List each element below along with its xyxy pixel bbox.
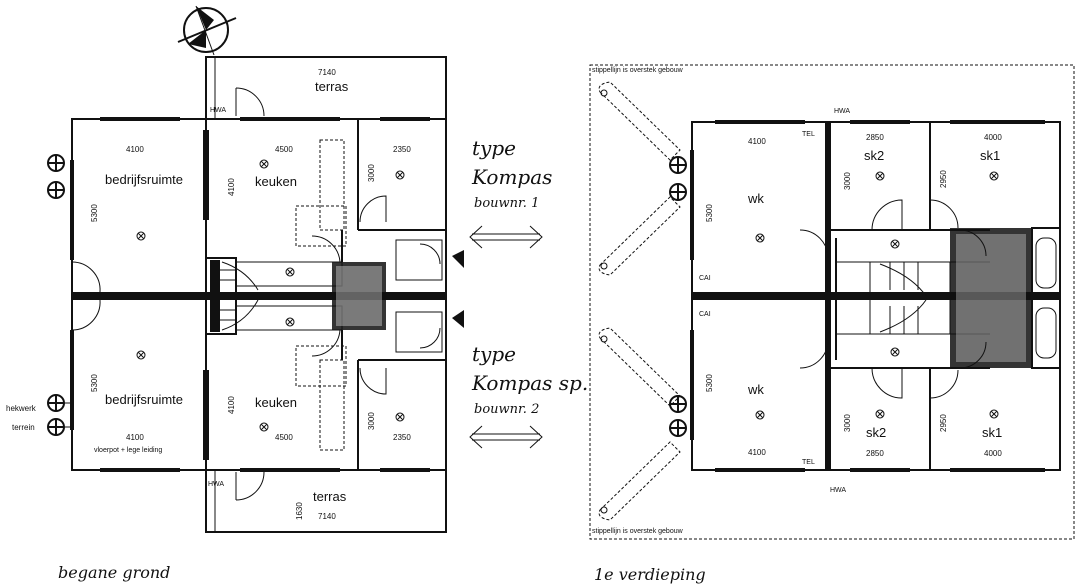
room-label-keuken: keuken <box>255 174 297 189</box>
dimension-label: 4100 <box>748 137 766 146</box>
toilet-tiles-ground <box>332 262 386 330</box>
dimension-label: 1630 <box>295 502 304 520</box>
dimension-label: 3000 <box>367 412 376 430</box>
type-title: type <box>472 342 516 366</box>
dimension-label: 3000 <box>367 164 376 182</box>
type-model: Kompas sp. <box>471 371 588 395</box>
double-arrow-icon <box>469 225 543 249</box>
dimension-label: 3000 <box>843 414 852 432</box>
room-label-terras: terras <box>315 79 349 94</box>
dimension-label: 4100 <box>227 396 236 414</box>
room-label-sk2: sk2 <box>866 425 886 440</box>
dimension-label: 4000 <box>984 449 1002 458</box>
dimension-label: 5300 <box>705 204 714 222</box>
hwa-label: HWA <box>830 487 846 494</box>
type-bouwnr: bouwnr. 1 <box>474 196 539 211</box>
dimension-label: 2350 <box>393 433 411 442</box>
type-model: Kompas <box>471 165 552 189</box>
cai-label: CAI <box>699 275 711 282</box>
dimension-label: 4000 <box>984 133 1002 142</box>
type-title: type <box>472 136 516 160</box>
dimension-label: 4100 <box>126 145 144 154</box>
dimension-label: 2950 <box>939 170 948 188</box>
terrein-label: terrein <box>12 423 35 432</box>
dimension-label: 5300 <box>90 374 99 392</box>
dimension-label: 7140 <box>318 68 336 77</box>
hwa-label: HWA <box>208 481 224 488</box>
dimension-label: 7140 <box>318 512 336 521</box>
tel-label: TEL <box>802 131 815 138</box>
hekwerk-label: hekwerk <box>6 404 37 413</box>
room-label-keuken: keuken <box>255 395 297 410</box>
entrance-marker-icon <box>452 310 464 328</box>
room-label-bedrijfsruimte: bedrijfsruimte <box>105 172 183 187</box>
upper-floor-plan <box>589 64 1075 540</box>
bathtub-icon <box>1035 307 1057 359</box>
dimension-label: 5300 <box>90 204 99 222</box>
dimension-label: 4100 <box>227 178 236 196</box>
double-arrow-icon <box>469 425 543 449</box>
dimension-label: 2850 <box>866 133 884 142</box>
party-wall-upper <box>692 292 1060 300</box>
north-arrow-icon <box>177 5 237 56</box>
overhang-outline <box>589 64 1075 540</box>
room-label-wk: wk <box>747 191 764 206</box>
bathtub-icon <box>1035 237 1057 289</box>
caption-begane-grond: begane grond <box>58 563 170 582</box>
room-label-wk: wk <box>747 382 764 397</box>
room-label-terras: terras <box>313 489 347 504</box>
caption-1e-verdieping: 1e verdieping <box>594 565 706 584</box>
ground-floor-plan <box>47 56 464 533</box>
entrance-marker-icon <box>452 250 464 268</box>
overhang-note: stippellijn is overstek gebouw <box>592 67 684 74</box>
type-block-2: type Kompas sp. bouwnr. 2 <box>469 342 588 449</box>
vloerpot-label: vloerpot + lege leiding <box>94 447 162 454</box>
dimension-label: 4100 <box>126 433 144 442</box>
party-wall-ground <box>72 292 446 300</box>
room-label-bedrijfsruimte: bedrijfsruimte <box>105 392 183 407</box>
hwa-label: HWA <box>834 108 850 115</box>
dimension-label: 5300 <box>705 374 714 392</box>
dimension-label: 4100 <box>748 448 766 457</box>
dimension-label: 3000 <box>843 172 852 190</box>
hwa-label: HWA <box>210 107 226 114</box>
tel-label: TEL <box>802 459 815 466</box>
type-block-1: type Kompas bouwnr. 1 <box>469 136 552 249</box>
room-label-sk1: sk1 <box>980 148 1000 163</box>
type-bouwnr: bouwnr. 2 <box>474 402 539 417</box>
dimension-label: 2850 <box>866 449 884 458</box>
room-label-sk1: sk1 <box>982 425 1002 440</box>
dimension-label: 4500 <box>275 145 293 154</box>
overhang-note: stippellijn is overstek gebouw <box>592 528 684 535</box>
cai-label: CAI <box>699 311 711 318</box>
dimension-label: 2350 <box>393 145 411 154</box>
dimension-label: 4500 <box>275 433 293 442</box>
room-label-sk2: sk2 <box>864 148 884 163</box>
dimension-label: 2950 <box>939 414 948 432</box>
bathroom-tiles-upper <box>950 228 1032 368</box>
